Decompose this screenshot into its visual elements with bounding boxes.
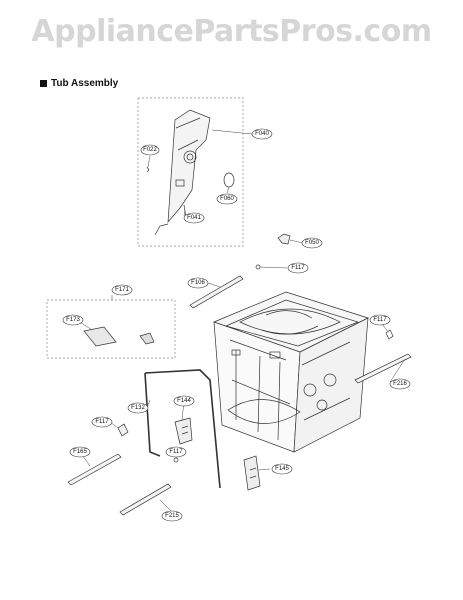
part-pin-left xyxy=(117,423,129,437)
callout-label-F106: F106 xyxy=(191,280,205,286)
part-pin-upper xyxy=(255,264,261,270)
callout-F117-upper: F117 xyxy=(287,262,309,274)
part-hinge-left xyxy=(174,417,193,445)
part-sheet xyxy=(83,326,117,347)
section-title-text: Tub Assembly xyxy=(51,78,119,89)
upper-assembly-dashed-box xyxy=(137,97,244,247)
part-rail-right xyxy=(354,353,412,384)
part-hinge-right xyxy=(243,455,261,491)
callout-F132: F132 xyxy=(127,402,149,414)
callout-F215: F215 xyxy=(161,510,183,522)
callout-F022: F022 xyxy=(140,144,160,156)
part-ring xyxy=(223,172,235,188)
callout-F050: F050 xyxy=(301,237,323,249)
part-pin-center xyxy=(173,457,179,463)
callout-label-F215: F215 xyxy=(165,513,179,519)
callout-F171: F171 xyxy=(111,284,133,296)
callout-F040: F040 xyxy=(251,128,273,140)
bullet-square-icon xyxy=(40,80,47,87)
callout-label-F060: F060 xyxy=(220,196,234,202)
callout-F216: F216 xyxy=(389,378,411,390)
part-pin-right xyxy=(385,329,394,340)
callout-F060: F060 xyxy=(216,193,238,205)
part-bracket-small xyxy=(139,332,155,345)
callout-label-F117-right: F117 xyxy=(373,317,387,323)
part-tub xyxy=(213,291,369,453)
callout-F117-center: F117 xyxy=(165,446,187,458)
callout-label-F117-center: F117 xyxy=(169,449,183,455)
watermark: AppliancePartsPros.com xyxy=(31,14,432,49)
callout-label-F022: F022 xyxy=(143,147,157,153)
callout-F041: F041 xyxy=(183,212,205,224)
callout-label-F144: F144 xyxy=(177,398,191,404)
callout-F144: F144 xyxy=(173,395,195,407)
callout-F117-right: F117 xyxy=(369,314,391,326)
callout-label-F050: F050 xyxy=(305,240,319,246)
callout-F117-left: F117 xyxy=(91,416,113,428)
callout-label-F117-left: F117 xyxy=(95,419,109,425)
callout-label-F173: F173 xyxy=(66,317,80,323)
section-title: Tub Assembly xyxy=(40,78,118,89)
callout-label-F117-upper: F117 xyxy=(291,265,305,271)
callout-F106: F106 xyxy=(187,277,209,289)
callout-label-F132: F132 xyxy=(131,405,145,411)
callout-label-F171: F171 xyxy=(115,287,129,293)
callout-label-F165: F165 xyxy=(73,449,87,455)
part-rail-left xyxy=(67,453,122,486)
callout-F145: F145 xyxy=(271,463,293,475)
callout-label-F040: F040 xyxy=(255,131,269,137)
callout-F165: F165 xyxy=(69,446,91,458)
part-rail-bottom xyxy=(119,483,172,516)
part-door-gasket xyxy=(144,369,221,489)
part-screw xyxy=(146,166,150,173)
part-clip xyxy=(277,233,291,245)
callout-label-F216: F216 xyxy=(393,381,407,387)
kit-dashed-box xyxy=(46,299,176,359)
callout-label-F145: F145 xyxy=(275,466,289,472)
callout-label-F041: F041 xyxy=(187,215,201,221)
part-rail-top xyxy=(189,275,244,309)
callout-F173: F173 xyxy=(62,314,84,326)
